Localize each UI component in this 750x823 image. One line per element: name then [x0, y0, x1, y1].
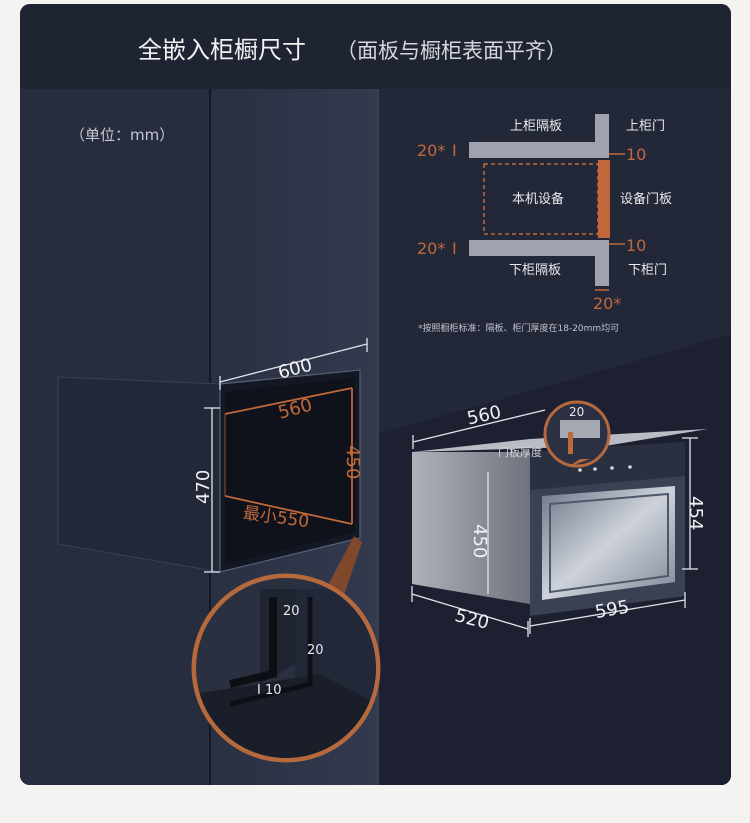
- page-subtitle: （面板与橱柜表面平齐）: [336, 39, 567, 63]
- upper-shelf: [469, 142, 609, 158]
- svg-text:I: I: [452, 141, 457, 160]
- zoom-gap-bottom-mark: I: [257, 683, 261, 698]
- dim-height-454: 454: [685, 496, 706, 530]
- label-device: 本机设备: [512, 191, 564, 207]
- svg-text:I: I: [452, 239, 457, 258]
- zoom-gap-side: 20: [307, 643, 324, 658]
- upper-door-gap: 10: [626, 145, 646, 164]
- upper-door: [595, 114, 609, 158]
- detail-zoom-circle: 20 20 I 10: [191, 573, 381, 763]
- label-upper-shelf: 上柜隔板: [510, 119, 562, 134]
- door-thickness-callout: 20: [543, 400, 611, 468]
- lower-door: [595, 240, 609, 286]
- label-lower-door: 下柜门: [628, 263, 667, 278]
- appliance-side: [412, 452, 530, 604]
- zoom-gap-top: 20: [283, 604, 300, 619]
- dim-opening-450: 450: [342, 445, 363, 479]
- door-thickness: 20*: [593, 294, 621, 313]
- oven-window: [542, 486, 675, 600]
- footnote: *按照橱柜标准：隔板、柜门厚度在18-20mm均可: [418, 322, 619, 334]
- label-device-door: 设备门板: [620, 191, 672, 207]
- device-door-panel: [598, 160, 610, 238]
- unit-note: （单位：mm）: [70, 126, 174, 144]
- label-upper-door: 上柜门: [626, 119, 665, 134]
- installation-diagram: 全嵌入柜橱尺寸 （面板与橱柜表面平齐） （单位：mm） 600 560 450 …: [20, 4, 731, 785]
- gap-top-left: 20*: [417, 141, 445, 160]
- zoom-gap-bottom: 10: [265, 683, 282, 698]
- side-section-diagram: 上柜隔板 上柜门 本机设备 设备门板 下柜隔板 下柜门 20* I 20* I …: [417, 114, 672, 334]
- gap-bottom-left: 20*: [417, 239, 445, 258]
- diagram-frame: 全嵌入柜橱尺寸 （面板与橱柜表面平齐） （单位：mm） 600 560 450 …: [20, 4, 731, 785]
- lower-shelf: [469, 240, 609, 256]
- lower-door-gap: 10: [626, 236, 646, 255]
- door-detail-value: 20: [569, 405, 584, 419]
- door-detail-label: 门板厚度: [498, 445, 542, 459]
- page-title: 全嵌入柜橱尺寸: [138, 36, 306, 64]
- dim-opening-470: 470: [193, 470, 214, 504]
- dim-height-450: 450: [469, 524, 490, 558]
- label-lower-shelf: 下柜隔板: [509, 263, 561, 278]
